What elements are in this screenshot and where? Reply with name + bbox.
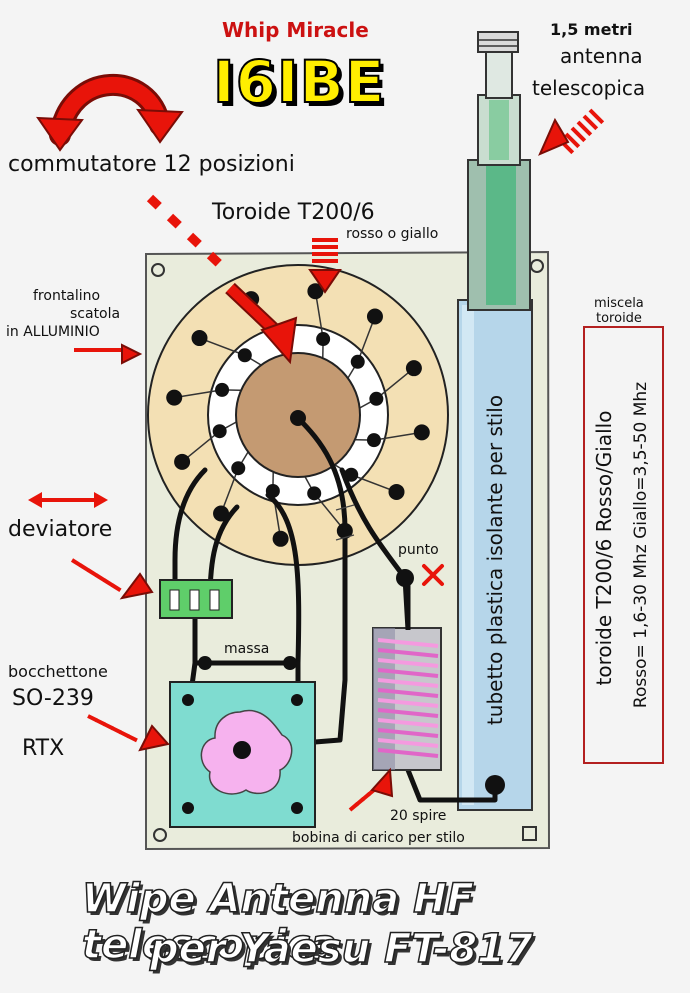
toroid-color-label: rosso o giallo: [346, 226, 438, 242]
arrow-segment: [572, 128, 585, 141]
rtx-label: RTX: [22, 736, 64, 761]
arrow-segment: [210, 255, 219, 263]
so239-hole-bl: [182, 802, 194, 814]
panel-label-3: in ALLUMINIO: [6, 324, 100, 340]
deviator-double-arrow: [28, 492, 108, 508]
junction-dot-left: [198, 656, 212, 670]
arrow-segment: [96, 575, 104, 580]
antenna-length-label: 1,5 metri: [550, 20, 632, 39]
arrow-segment: [120, 732, 129, 736]
footer-title-line2: per Yaesu FT-817: [150, 926, 533, 972]
rotation-arrow: [38, 85, 182, 150]
massa-label: massa: [224, 641, 269, 657]
tube-label: tubetto plastica isolante per stilo: [483, 395, 507, 725]
arrow-segment: [72, 560, 80, 565]
junction-dot-right: [283, 656, 297, 670]
panel-pointer-arrow: [74, 345, 140, 363]
so239-hole-br: [291, 802, 303, 814]
switch-inner-contact: [213, 424, 227, 438]
arrow-segment: [584, 116, 597, 129]
so239-center-pin: [233, 741, 251, 759]
arrow-segment: [578, 122, 591, 135]
connector-label-1: bocchettone: [8, 662, 108, 681]
switch-inner-contact: [367, 433, 381, 447]
antenna-name-label-2: telescopica: [532, 76, 645, 100]
mix-label-2: toroide: [596, 311, 642, 326]
punto-dot: [396, 569, 414, 587]
arrow-segment: [88, 716, 97, 720]
arrow-segment: [128, 736, 137, 740]
antenna-top-section: [486, 50, 512, 98]
mix-legend-line2: Rosso= 1,6-30 Mhz Giallo=3,5-50 Mhz: [631, 382, 651, 708]
coil-desc-label: bobina di carico per stilo: [292, 830, 465, 846]
switch-outer-contact: [191, 330, 207, 346]
punto-label: punto: [398, 542, 439, 558]
mix-label-1: miscela: [594, 296, 644, 311]
connector-label-2: SO-239: [12, 686, 94, 711]
switch-outer-contact: [273, 531, 289, 547]
switch-inner-contact: [238, 348, 252, 362]
switch-inner-contact: [215, 383, 229, 397]
switch-outer-contact: [406, 360, 422, 376]
deviator-pointer-arrow: [72, 560, 152, 598]
arrow-segment: [590, 110, 603, 123]
switch-inner-contact: [351, 355, 365, 369]
switch-inner-contact: [316, 332, 330, 346]
arrow-segment: [112, 585, 120, 590]
switch-outer-contact: [166, 390, 182, 406]
coil-turns-label: 20 spire: [390, 808, 446, 824]
arrow-segment: [150, 198, 159, 206]
antenna-feed-dot: [485, 775, 505, 795]
antenna-pointer-arrow: [540, 110, 603, 154]
toroid-feed-dot: [290, 410, 306, 426]
arrow-segment: [88, 570, 96, 575]
arrow-segment: [96, 720, 105, 724]
arrow-segment: [104, 580, 112, 585]
so239-hole-tr: [291, 694, 303, 706]
so239-hole-tl: [182, 694, 194, 706]
deviator-label: deviatore: [8, 517, 112, 542]
antenna-tip: [478, 32, 518, 52]
toroid-label: Toroide T200/6: [212, 200, 375, 225]
antenna-name-label-1: antenna: [560, 44, 643, 68]
arrow-segment: [112, 728, 121, 732]
panel-label-1: frontalino: [33, 288, 100, 304]
switch-outer-contact: [367, 308, 383, 324]
arrow-segment: [170, 217, 179, 225]
arrow-segment: [190, 236, 199, 244]
header-callsign: I6IBE: [213, 48, 385, 116]
switch-outer-contact: [174, 454, 190, 470]
header-subtitle: Whip Miracle: [222, 18, 369, 42]
mix-legend-line1: toroide T200/6 Rosso/Giallo: [592, 411, 616, 686]
switch-label: commutatore 12 posizioni: [8, 152, 295, 177]
switch-outer-contact: [389, 484, 405, 500]
arrow-segment: [80, 565, 88, 570]
switch-inner-contact: [231, 461, 245, 475]
panel-label-2: scatola: [70, 306, 120, 322]
switch-outer-contact: [414, 424, 430, 440]
switch-inner-contact: [369, 392, 383, 406]
arrow-segment: [104, 724, 113, 728]
switch-inner-contact: [307, 486, 321, 500]
